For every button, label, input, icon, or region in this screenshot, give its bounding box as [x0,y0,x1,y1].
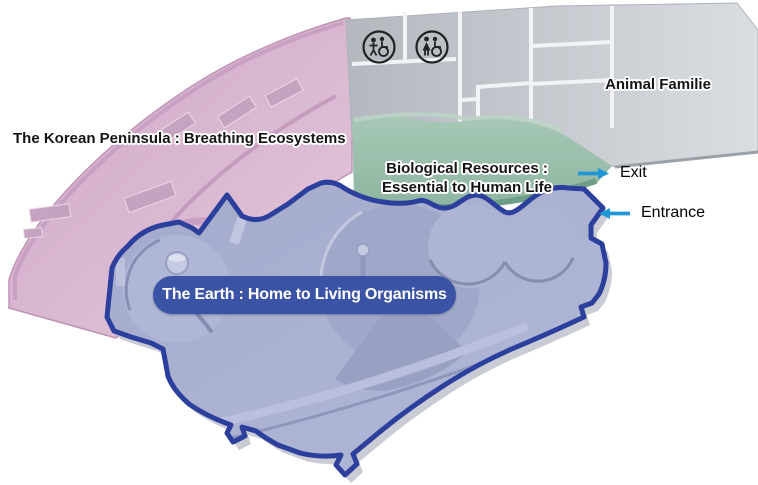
exit-label: Exit [620,164,647,181]
zone-biological-resources-shape[interactable] [352,115,612,208]
zone-label-animal-families: Animal Familie [605,76,711,93]
biological-resources-top-ridge [353,112,563,133]
earth-zone-highlight-outline [104,179,609,478]
exit-arrow-icon [578,167,609,179]
zone-label-biological-resources: Biological Resources : Essential to Huma… [367,160,567,198]
zone-label-korean-peninsula: The Korean Peninsula : Breathing Ecosyst… [13,130,346,147]
building-bottom-edge [614,150,758,169]
restroom-men-accessible-icon [362,30,396,64]
entrance-marker: Entrance [599,204,705,222]
building-room-walls [351,6,614,136]
zone-label-biological-resources-line1: Biological Resources : [386,160,548,177]
restroom-women-accessible-icon [415,30,449,64]
entrance-label: Entrance [641,204,706,221]
zone-badge-the-earth[interactable]: The Earth : Home to Living Organisms [153,276,456,314]
earth-right-scallop-room-2 [503,207,579,283]
exit-marker: Exit [578,164,647,182]
zone-korean-peninsula[interactable] [8,17,353,339]
zone-label-biological-resources-line2: Essential to Human Life [381,178,553,196]
zone-the-earth[interactable] [104,179,612,483]
korean-peninsula-exhibit-boxes [23,78,304,239]
earth-fan-wedge [335,290,468,391]
earth-right-scallop-room-1 [428,204,512,288]
entrance-arrow-icon [599,207,630,219]
